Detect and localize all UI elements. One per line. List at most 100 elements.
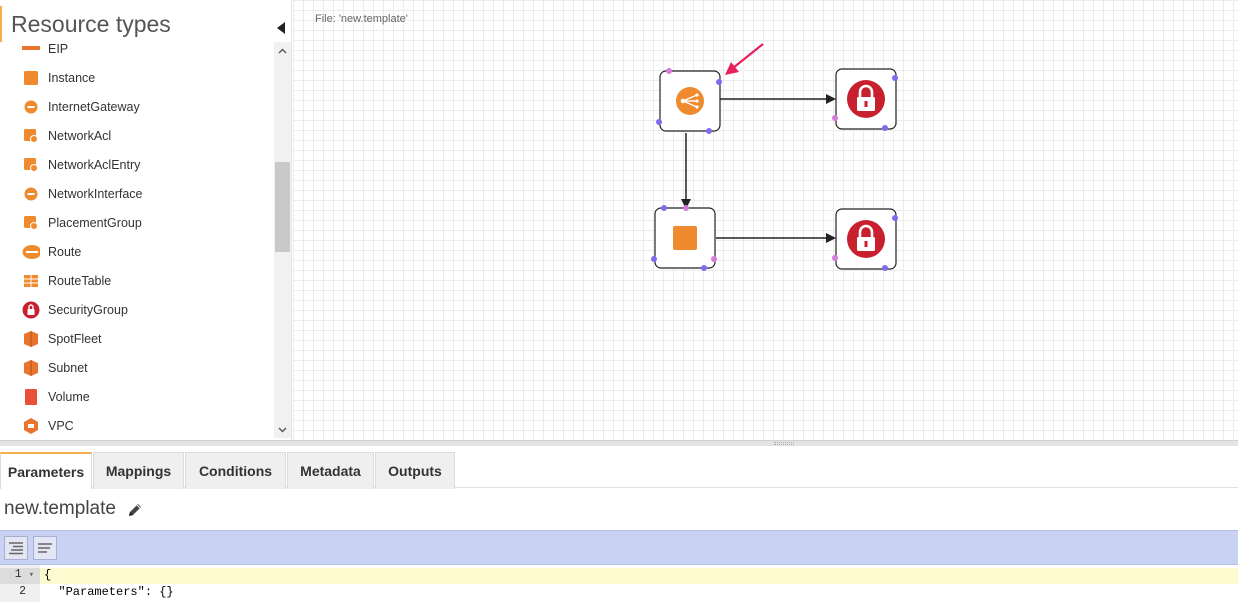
sidebar-item-label: InternetGateway (48, 99, 140, 114)
lock-icon (847, 220, 885, 258)
scrollbar-thumb[interactable] (275, 162, 290, 252)
placement-group-icon (22, 214, 40, 232)
port-dot[interactable] (701, 265, 707, 271)
port-dot[interactable] (711, 256, 717, 262)
port-dot[interactable] (832, 255, 838, 261)
port-dot[interactable] (832, 115, 838, 121)
sidebar-item-routetable[interactable]: RouteTable (0, 266, 272, 295)
port-dot[interactable] (661, 205, 667, 211)
sidebar-item-label: PlacementGroup (48, 215, 142, 230)
port-dot[interactable] (666, 68, 672, 74)
sidebar-item-networkinterface[interactable]: NetworkInterface (0, 179, 272, 208)
line-number: 2 (19, 585, 26, 598)
panel-title: Resource types (0, 6, 171, 42)
sidebar-item-label: Subnet (48, 360, 88, 375)
eip-icon (22, 40, 40, 58)
port-dot[interactable] (706, 128, 712, 134)
sidebar-item-subnet[interactable]: Subnet (0, 353, 272, 382)
security-group-node-2[interactable] (832, 208, 898, 271)
security-group-node-1[interactable] (832, 68, 898, 131)
tab-outputs[interactable]: Outputs (375, 452, 455, 489)
port-dot[interactable] (716, 79, 722, 85)
sidebar-scrollbar[interactable] (274, 42, 291, 438)
instance-icon (22, 69, 40, 87)
subnet-icon (22, 359, 40, 377)
compact-button[interactable] (33, 536, 57, 560)
code-line[interactable]: "Parameters": {} (44, 585, 174, 599)
network-interface-icon (22, 185, 40, 203)
port-dot[interactable] (683, 205, 689, 211)
sidebar-item-vpc[interactable]: VPC (0, 411, 272, 438)
align-right-icon (9, 542, 23, 555)
pencil-icon[interactable] (126, 501, 144, 519)
sidebar-item-route[interactable]: Route (0, 237, 272, 266)
editor-toolbar (0, 530, 1238, 565)
sidebar-item-networkaclentry[interactable]: NetworkAclEntry (0, 150, 272, 179)
sidebar-item-internetgateway[interactable]: InternetGateway (0, 92, 272, 121)
sidebar-item-label: EIP (48, 41, 69, 56)
route-icon (22, 243, 40, 261)
caret-left-icon (277, 22, 285, 34)
code-line[interactable]: { (44, 568, 52, 582)
sidebar-item-label: NetworkAcl (48, 128, 112, 143)
format-button[interactable] (4, 536, 28, 560)
file-label: File: 'new.template' (315, 13, 408, 25)
vpc-icon (22, 417, 40, 435)
port-dot[interactable] (892, 75, 898, 81)
spot-fleet-icon (22, 330, 40, 348)
port-dot[interactable] (892, 215, 898, 221)
sidebar-item-placementgroup[interactable]: PlacementGroup (0, 208, 272, 237)
instance-icon (673, 226, 697, 250)
active-line-gutter (0, 568, 40, 584)
sidebar-item-networkacl[interactable]: NetworkAcl (0, 121, 272, 150)
load-balancer-icon (676, 87, 704, 115)
port-dot[interactable] (651, 256, 657, 262)
network-acl-entry-icon (22, 156, 40, 174)
sidebar-item-instance[interactable]: Instance (0, 63, 272, 92)
sidebar-item-volume[interactable]: Volume (0, 382, 272, 411)
port-dot[interactable] (656, 119, 662, 125)
port-dot[interactable] (882, 265, 888, 271)
sidebar-item-label: Route (48, 244, 82, 259)
sidebar-item-spotfleet[interactable]: SpotFleet (0, 324, 272, 353)
panel-splitter[interactable] (0, 440, 1238, 446)
tab-metadata[interactable]: Metadata (287, 452, 374, 489)
instance-node[interactable] (651, 205, 717, 271)
volume-icon (22, 388, 40, 406)
sidebar-item-label: NetworkAclEntry (48, 157, 141, 172)
sidebar-item-securitygroup[interactable]: SecurityGroup (0, 295, 272, 324)
lock-icon (847, 80, 885, 118)
design-canvas[interactable]: File: 'new.template' (293, 0, 1238, 440)
fold-toggle-icon[interactable]: ▾ (28, 570, 34, 580)
pointer-arrow-icon (725, 43, 764, 75)
sidebar-item-label: RouteTable (48, 273, 112, 288)
sidebar-item-label: Volume (48, 389, 90, 404)
scroll-down-icon[interactable] (274, 421, 291, 438)
template-name: new.template (4, 498, 116, 519)
scroll-up-icon[interactable] (274, 42, 291, 59)
splitter-grip-icon[interactable] (774, 442, 794, 445)
active-line-highlight (40, 568, 1238, 584)
sidebar-item-eip[interactable]: EIP (0, 40, 272, 63)
internet-gateway-icon (22, 98, 40, 116)
sidebar-item-label: VPC (48, 418, 74, 433)
port-dot[interactable] (882, 125, 888, 131)
code-editor[interactable]: 1 ▾ 2 { "Parameters": {} (0, 565, 1238, 602)
align-left-icon (38, 543, 52, 553)
tab-mappings[interactable]: Mappings (93, 452, 184, 489)
sidebar-item-label: SecurityGroup (48, 302, 128, 317)
template-diagram[interactable] (293, 0, 1238, 440)
sidebar-item-label: Instance (48, 70, 96, 85)
line-number: 1 ▾ (14, 568, 34, 581)
collapse-panel-button[interactable] (272, 14, 290, 42)
tab-conditions[interactable]: Conditions (185, 452, 286, 489)
security-group-icon (22, 301, 40, 319)
elb-node[interactable] (656, 68, 722, 134)
sidebar-item-label: SpotFleet (48, 331, 102, 346)
tab-parameters[interactable]: Parameters (0, 452, 92, 489)
route-table-icon (22, 272, 40, 290)
properties-tabs: Parameters Mappings Conditions Metadata … (0, 450, 1238, 489)
